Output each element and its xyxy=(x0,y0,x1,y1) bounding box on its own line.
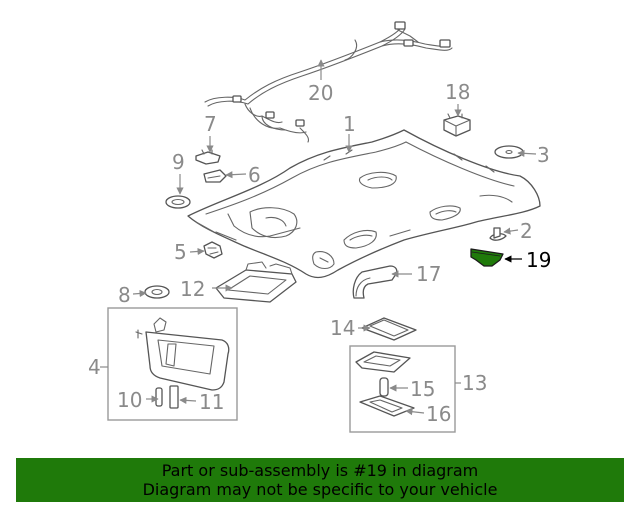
callout-18: 18 xyxy=(445,80,470,104)
console-lamp-part-12 xyxy=(215,261,297,303)
cap-part-3 xyxy=(494,145,524,159)
callout-19: 19 xyxy=(526,248,551,272)
callout-8: 8 xyxy=(118,283,131,307)
banner-line-part-info: Part or sub-assembly is #19 in diagram xyxy=(161,461,479,480)
callout-7: 7 xyxy=(204,112,217,136)
bulb-part-15 xyxy=(379,377,389,397)
banner-line-disclaimer: Diagram may not be specific to your vehi… xyxy=(142,480,498,499)
clip-part-18 xyxy=(443,113,471,137)
callout-9: 9 xyxy=(172,150,185,174)
callout-6: 6 xyxy=(248,163,261,187)
callout-10: 10 xyxy=(117,388,142,412)
callout-15: 15 xyxy=(410,377,435,401)
callout-17: 17 xyxy=(416,262,441,286)
wiring-harness-part-20 xyxy=(204,21,453,143)
dome-lamp-part-13 xyxy=(355,351,411,373)
callout-1: 1 xyxy=(343,112,356,136)
cap-part-9 xyxy=(165,195,191,209)
callout-11: 11 xyxy=(199,390,224,414)
visor-group-box xyxy=(107,307,238,421)
clip-part-5 xyxy=(203,241,223,259)
clip-part-10 xyxy=(155,387,163,407)
cover-part-11 xyxy=(169,385,179,409)
callout-5: 5 xyxy=(174,240,187,264)
callout-13: 13 xyxy=(462,371,487,395)
leader-lines xyxy=(100,59,537,416)
callout-labels: 20 1 18 3 2 19 7 9 6 5 12 8 17 14 4 13 1… xyxy=(88,80,551,426)
callout-4: 4 xyxy=(88,355,101,379)
lens-part-16 xyxy=(359,395,415,417)
info-banner: Part or sub-assembly is #19 in diagram D… xyxy=(16,458,624,502)
callout-20: 20 xyxy=(308,81,333,105)
bracket-part-19 xyxy=(470,248,504,267)
callout-16: 16 xyxy=(426,402,451,426)
clip-part-7 xyxy=(195,149,221,165)
headliner-part-1 xyxy=(187,129,541,279)
sun-visor-part-4 xyxy=(135,317,230,391)
dome-lamp-group-box xyxy=(349,345,456,433)
callout-3: 3 xyxy=(537,143,550,167)
push-pin-part-2 xyxy=(489,227,507,241)
cap-part-8 xyxy=(144,285,170,299)
grab-handle-part-17 xyxy=(352,265,398,299)
callout-12: 12 xyxy=(180,277,205,301)
lamp-lens-part-14 xyxy=(361,317,417,341)
callout-14: 14 xyxy=(330,316,355,340)
callout-2: 2 xyxy=(520,219,533,243)
clip-part-6 xyxy=(203,169,227,183)
